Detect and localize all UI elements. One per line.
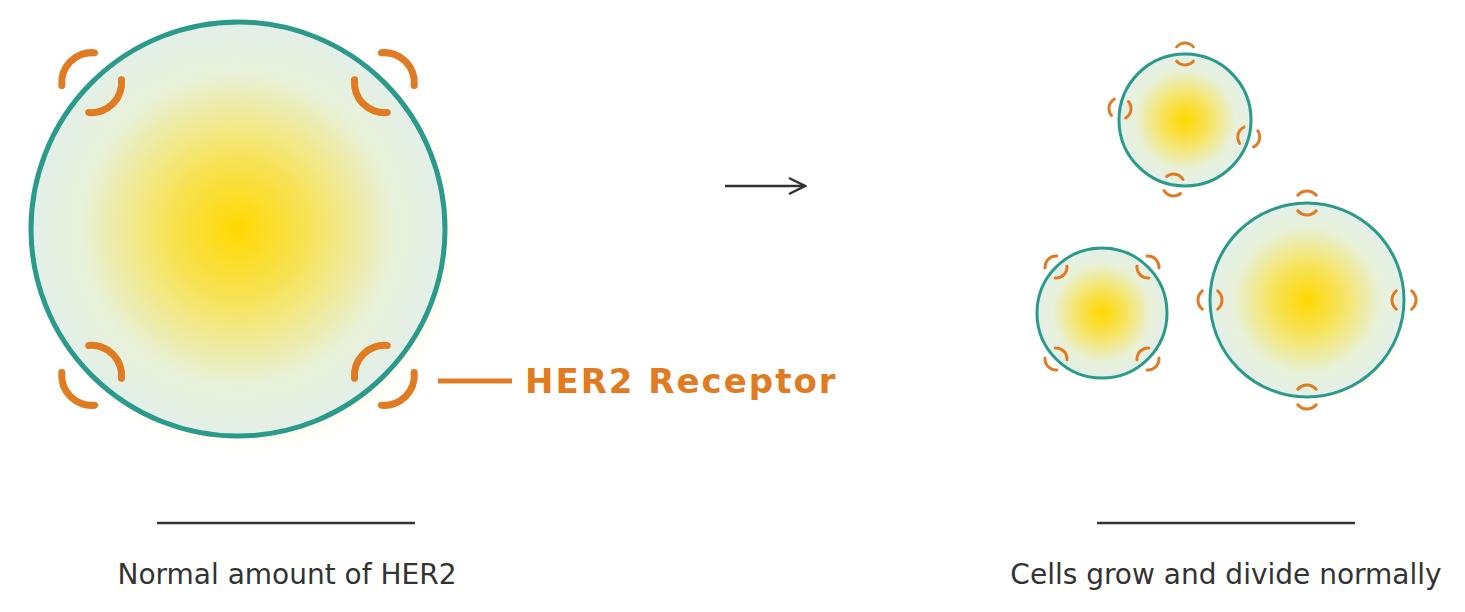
receptor-arc <box>376 367 426 417</box>
receptor-arc <box>1053 343 1072 362</box>
her2-receptor <box>1132 343 1164 375</box>
receptor-arc <box>1175 42 1195 49</box>
her2-receptor <box>1390 289 1417 310</box>
receptor-arc <box>1390 289 1397 310</box>
caption: Cells grow and divide normally <box>1010 558 1441 591</box>
receptor-arc <box>1175 60 1195 67</box>
leader-line <box>438 379 512 384</box>
caption: Normal amount of HER2 <box>117 558 456 591</box>
receptor-arc <box>1252 129 1264 150</box>
receptor-arc <box>1234 124 1246 145</box>
receptor-arc <box>376 40 426 90</box>
cell-membrane <box>1037 248 1167 378</box>
cell-glow <box>27 18 466 457</box>
receptor-arc <box>1040 356 1059 375</box>
her2-receptor <box>1234 124 1263 150</box>
caption-rule <box>157 522 415 525</box>
receptor-arc <box>84 333 134 383</box>
cell-glow <box>1036 247 1174 385</box>
receptor-arc <box>84 75 134 125</box>
cell-glow <box>1118 53 1258 193</box>
receptor-arc <box>1296 403 1317 410</box>
receptor-arc <box>1410 289 1417 310</box>
her2-receptor <box>1106 97 1134 121</box>
her2-receptor <box>1132 251 1164 283</box>
receptor-arc <box>1040 251 1059 270</box>
receptor-arc <box>1132 264 1151 283</box>
her2-receptor <box>1040 251 1072 283</box>
her2-receptor <box>1296 383 1317 410</box>
her2-receptor <box>1162 171 1186 199</box>
receptor-arc <box>1132 343 1151 362</box>
receptor-arc <box>1162 189 1183 199</box>
receptor-arc <box>1165 171 1186 181</box>
receptor-arc <box>342 75 392 125</box>
receptor-arc <box>1124 100 1134 121</box>
caption-rule <box>1097 522 1355 525</box>
receptor-arc <box>1145 251 1164 270</box>
process-arrow <box>725 185 805 188</box>
her2-receptor <box>342 40 427 125</box>
receptor-arc <box>1196 289 1203 310</box>
her2-receptor <box>1175 42 1195 67</box>
cell-membrane <box>31 22 445 436</box>
her2-receptor <box>1196 289 1223 310</box>
receptor-arc <box>1296 383 1317 390</box>
her2-receptor <box>49 333 134 418</box>
receptor-arc <box>1053 264 1072 283</box>
cell-glow <box>1208 201 1414 407</box>
receptor-label: HER2 Receptor <box>525 361 838 401</box>
receptor-arc <box>1216 289 1223 310</box>
receptor-arc <box>1145 356 1164 375</box>
receptor-arc <box>342 333 392 383</box>
cell-membrane <box>1210 203 1404 397</box>
receptor-arc <box>1106 97 1116 118</box>
receptor-arc <box>49 367 99 417</box>
her2-receptor <box>49 40 134 125</box>
receptor-arc <box>1296 189 1317 196</box>
receptor-arc <box>49 40 99 90</box>
her2-receptor <box>1040 343 1072 375</box>
receptor-arc <box>1296 209 1317 216</box>
her2-receptor <box>1296 189 1317 216</box>
cell-membrane <box>1119 54 1251 186</box>
her2-receptor <box>342 333 427 418</box>
